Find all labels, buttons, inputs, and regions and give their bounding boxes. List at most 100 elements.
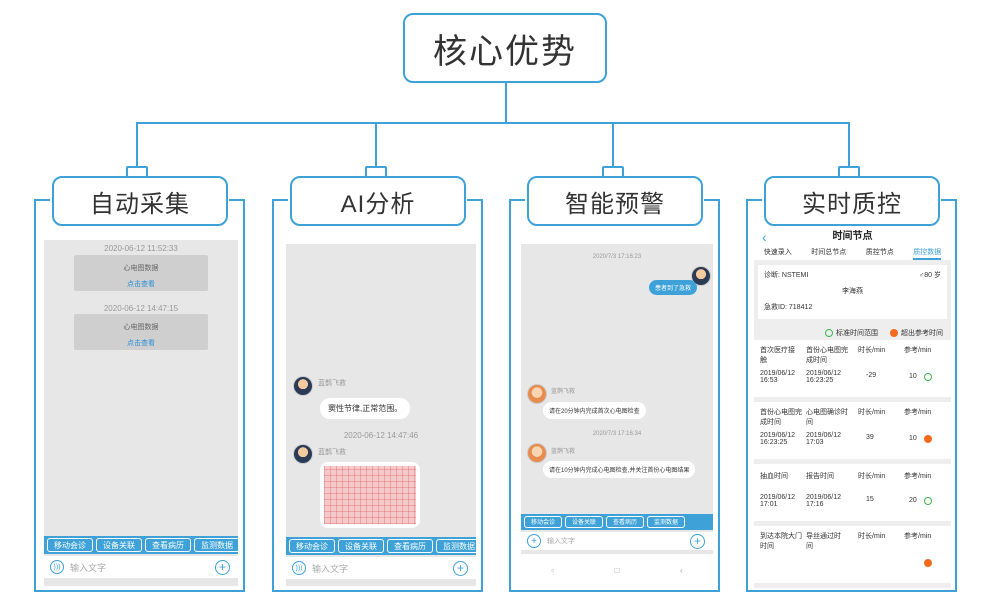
duration-value: 15: [866, 496, 874, 503]
message-input-bar: + 输入文字 +: [521, 532, 713, 550]
message-bubble: 请在10分钟内完成心电图检查,并关注首份心电图结果: [543, 461, 696, 478]
chat-screen: 2020-06-12 11:52:33 心电图数据 点击查看 2020-06-1…: [44, 240, 238, 586]
duration-header: 时长/min: [858, 473, 886, 480]
tab-quick-entry[interactable]: 快速录入: [763, 249, 792, 256]
panel-label-smart-alert: 智能预警: [527, 176, 703, 226]
reference-header: 参考/min: [904, 347, 932, 354]
sender-name: 蓝鹊飞救: [318, 380, 346, 387]
node-a: 首次医疗接触: [760, 347, 795, 364]
connector-drop-4: [848, 122, 850, 168]
node-b-time: 2019/06/12 17:03: [806, 432, 842, 446]
message-input[interactable]: 输入文字: [312, 563, 349, 574]
reference-header: 参考/min: [904, 473, 932, 480]
plus-circle-icon[interactable]: +: [527, 534, 541, 548]
plus-icon[interactable]: +: [453, 560, 468, 576]
node-b: 心电图确诊时间: [806, 409, 848, 426]
timestamp: 2020/7/3 17:16:34: [592, 431, 642, 437]
back-icon[interactable]: ‹: [680, 565, 683, 575]
avatar: [527, 443, 547, 463]
timestamp: 2020-06-12 11:52:33: [104, 244, 178, 253]
node-b: 导丝通过时间: [806, 533, 841, 550]
ecg-image[interactable]: [320, 462, 420, 528]
home-icon[interactable]: □: [614, 565, 620, 575]
back-icon[interactable]: ‹: [762, 229, 767, 245]
duration-value: -29: [866, 372, 877, 379]
tab-monitor-data[interactable]: 监测数据: [647, 516, 686, 528]
tab-remote-consult[interactable]: 移动会诊: [47, 538, 93, 552]
status-legend: 标准时间范围 超出参考时间: [754, 323, 951, 340]
status-ok-icon: [924, 497, 932, 505]
message-bubble: 请在20分钟内完成首次心电图检查: [543, 402, 646, 419]
reference-value: 10: [909, 373, 917, 380]
tab-view-records[interactable]: 查看病历: [145, 538, 191, 552]
message-input[interactable]: 输入文字: [70, 562, 107, 573]
tab-monitor-data[interactable]: 监测数据: [436, 539, 476, 553]
tab-device-link[interactable]: 设备关联: [96, 538, 142, 552]
qc-row[interactable]: 首次医疗接触 首份心电图完成时间 时长/min 参考/min 2019/06/1…: [754, 340, 951, 402]
avatar: [293, 376, 313, 396]
avatar: [293, 444, 313, 464]
timestamp: 2020-06-12 14:47:46: [343, 431, 419, 440]
reference-value: 20: [909, 497, 917, 504]
panel-label-auto-collect: 自动采集: [52, 176, 228, 226]
qc-row[interactable]: 抽血时间 报告时间 时长/min 参考/min 2019/06/12 17:01…: [754, 464, 951, 526]
message-bubble: 患者到了急救: [649, 280, 698, 295]
card-title: 心电图数据: [123, 265, 159, 272]
panel-label-realtime-qc: 实时质控: [764, 176, 940, 226]
qc-row[interactable]: 到达本院大门时间 导丝通过时间 时长/min 参考/min: [754, 526, 951, 588]
tab-qc-nodes[interactable]: 质控节点: [865, 249, 894, 256]
action-tabbar: 移动会诊 设备关联 查看病历 监测数据: [44, 536, 238, 554]
connector-horizontal: [136, 122, 850, 124]
qc-tabs: 快速录入 时间总节点 质控节点 质控数据: [754, 245, 951, 261]
sender-name: 蓝鹊飞救: [318, 449, 346, 456]
orange-dot-icon: [890, 329, 898, 338]
tab-remote-consult[interactable]: 移动会诊: [524, 516, 563, 528]
panel-smart-alert: 2020/7/3 17:16:23 患者到了急救 蓝鹊飞救 请在20分钟内完成首…: [509, 199, 720, 592]
connector-stem: [505, 83, 507, 123]
tab-monitor-data[interactable]: 监测数据: [194, 538, 238, 552]
tab-remote-consult[interactable]: 移动会诊: [289, 539, 335, 553]
recent-apps-icon[interactable]: ▫: [551, 565, 555, 575]
status-exceed-icon: [924, 435, 932, 443]
ecg-data-card[interactable]: 心电图数据 点击查看: [74, 255, 208, 291]
avatar: [691, 266, 711, 286]
tab-time-nodes[interactable]: 时间总节点: [811, 249, 847, 256]
panel-realtime-qc: ‹ 时间节点 快速录入 时间总节点 质控节点 质控数据 诊断: NSTEMI ♂…: [746, 199, 957, 592]
node-a-time: 2019/06/12 16:53: [760, 370, 796, 384]
patient-id: 急救ID: 718412: [764, 304, 813, 311]
voice-icon[interactable]: ))): [292, 561, 306, 575]
patient-age: ♂80 岁: [919, 272, 941, 279]
android-nav-bar: ▫ □ ‹: [521, 554, 713, 586]
message-input[interactable]: 输入文字: [547, 538, 575, 545]
tab-view-records[interactable]: 查看病历: [387, 539, 433, 553]
panel-label-ai-analysis: AI分析: [290, 176, 466, 226]
node-a: 首份心电图完成时间: [760, 409, 802, 426]
ecg-data-card[interactable]: 心电图数据 点击查看: [74, 314, 208, 350]
duration-header: 时长/min: [858, 533, 886, 540]
status-exceed-icon: [924, 559, 932, 567]
node-a-time: 2019/06/12 17:01: [760, 494, 796, 508]
node-b: 报告时间: [806, 473, 834, 480]
qc-row[interactable]: 首份心电图完成时间 心电图确诊时间 时长/min 参考/min 2019/06/…: [754, 402, 951, 464]
tab-device-link[interactable]: 设备关联: [565, 516, 604, 528]
patient-name: 李海燕: [842, 288, 863, 295]
voice-icon[interactable]: ))): [50, 560, 64, 574]
view-link[interactable]: 点击查看: [127, 340, 155, 347]
reference-header: 参考/min: [904, 409, 932, 416]
tab-qc-data[interactable]: 质控数据: [913, 245, 942, 260]
qc-screen: ‹ 时间节点 快速录入 时间总节点 质控节点 质控数据 诊断: NSTEMI ♂…: [754, 229, 951, 590]
reference-header: 参考/min: [904, 533, 932, 540]
action-tabbar: 移动会诊 设备关联 查看病历 监测数据: [286, 537, 476, 555]
plus-icon[interactable]: +: [215, 559, 230, 575]
node-b-time: 2019/06/12 16:23:25: [806, 370, 842, 384]
timestamp: 2020-06-12 14:47:15: [103, 304, 179, 313]
card-title: 心电图数据: [123, 324, 159, 331]
qc-header-title: 时间节点: [832, 231, 873, 242]
tab-device-link[interactable]: 设备关联: [338, 539, 384, 553]
message-bubble: 窦性节律,正常范围。: [320, 398, 411, 419]
view-link[interactable]: 点击查看: [127, 281, 155, 288]
patient-section: 诊断: NSTEMI ♂80 岁 李海燕 急救ID: 718412: [754, 261, 951, 323]
legend-exceed-label: 超出参考时间: [901, 330, 943, 337]
plus-icon[interactable]: +: [690, 533, 705, 549]
tab-view-records[interactable]: 查看病历: [606, 516, 645, 528]
